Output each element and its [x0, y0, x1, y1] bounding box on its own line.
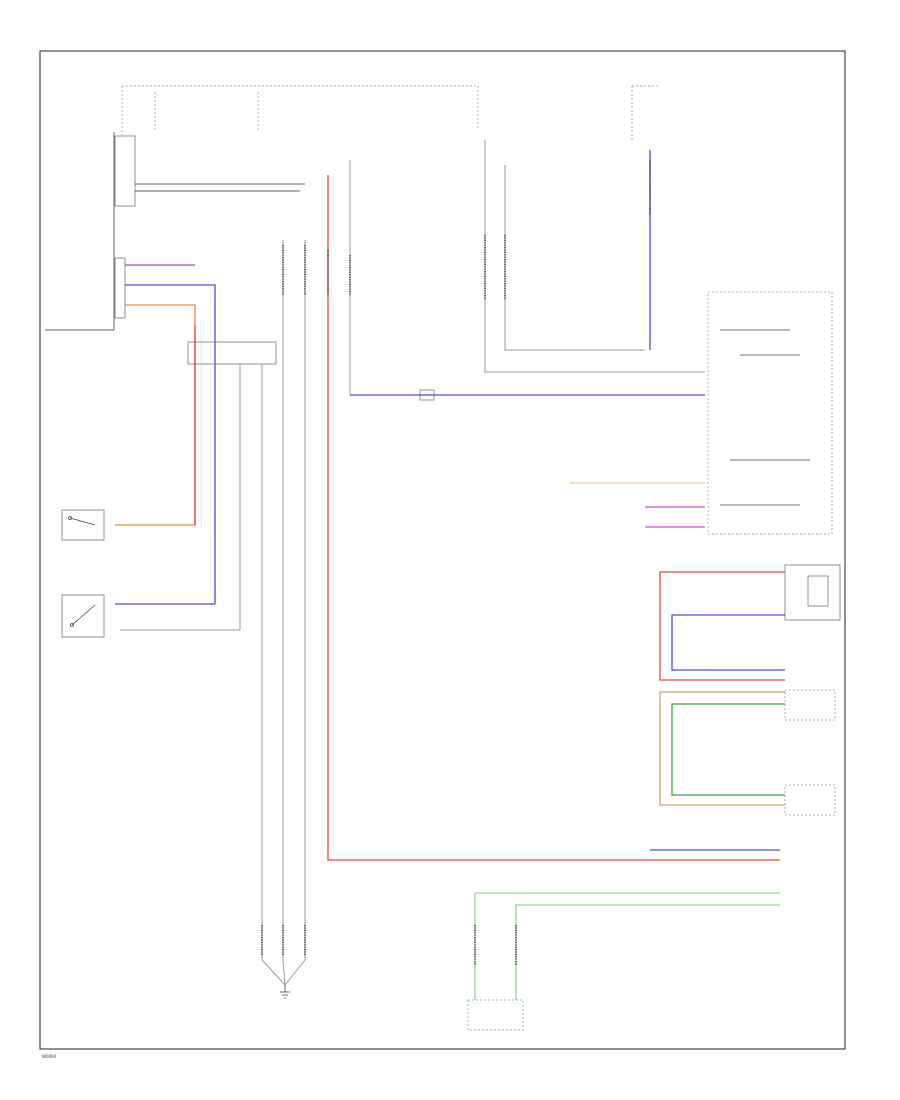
ground-bundle [261, 240, 306, 986]
reverse-switch-symbol [61, 594, 105, 638]
junction-connector [120, 341, 277, 631]
meter-input-wires [570, 482, 705, 528]
footer-code: W0000 [42, 1054, 57, 1059]
relay-block [659, 564, 841, 681]
combination-meter [707, 291, 833, 535]
bcm-signal-wires [115, 264, 216, 605]
seat-sensor-wires [467, 892, 780, 1031]
meter-feed-wires [484, 140, 705, 373]
body-control-module [45, 132, 305, 331]
red-power-wire [327, 175, 780, 861]
top-power-feeds [121, 85, 660, 140]
door-switch-symbol [61, 509, 105, 541]
inline-connector-mid [419, 389, 435, 401]
ground-symbol [280, 985, 290, 999]
ecm-connector-wires [659, 689, 836, 816]
diagram-border [39, 50, 846, 1050]
